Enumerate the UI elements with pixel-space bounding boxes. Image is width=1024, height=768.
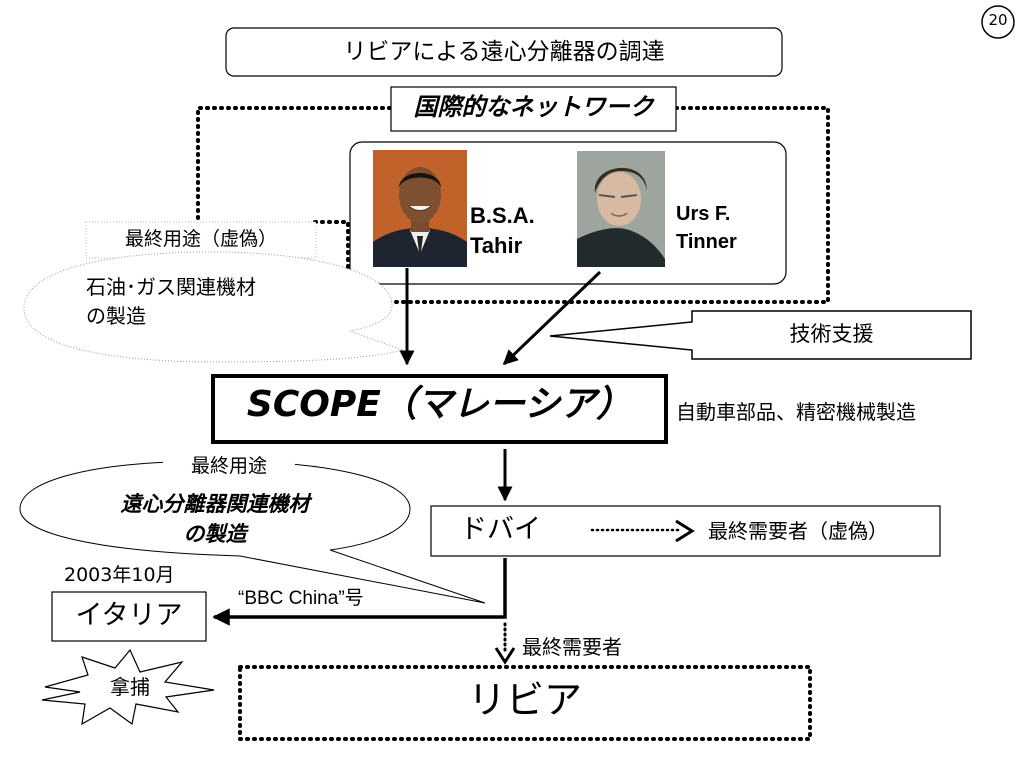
italy-date: 2003年10月 xyxy=(64,564,175,586)
false-end-use-line1: 石油･ガス関連機材 xyxy=(86,275,256,299)
dubai-to-italy-arrow xyxy=(212,558,507,626)
end-use-speech-bubble xyxy=(19,460,486,604)
tinner-name-line2: Tinner xyxy=(676,231,737,253)
tech-support-label: 技術支援 xyxy=(789,322,874,346)
tinner-arrow xyxy=(502,270,602,366)
false-end-use-cloud xyxy=(23,251,405,363)
tinner-photo xyxy=(577,151,665,267)
end-use-line2: の製造 xyxy=(183,522,247,546)
final-user-label: 最終需要者 xyxy=(522,635,622,659)
tahir-name-line2: Tahir xyxy=(470,233,523,258)
dubai-box xyxy=(430,505,941,557)
dubai-dest-arrowhead xyxy=(675,519,695,543)
libya-label: リビア xyxy=(467,678,582,722)
tahir-photo xyxy=(373,150,467,267)
seizure-label: 拿捕 xyxy=(110,675,150,699)
page-title: リビアによる遠心分離器の調達 xyxy=(343,39,665,65)
seizure-starburst xyxy=(41,648,215,726)
italy-label: イタリア xyxy=(75,600,183,631)
dubai-label: ドバイ xyxy=(460,514,541,545)
end-use-line1: 遠心分離器関連機材 xyxy=(120,492,310,516)
false-end-use-line2: の製造 xyxy=(86,304,146,328)
tahir-name-line1: B.S.A. xyxy=(470,203,535,228)
end-use-label-box xyxy=(163,452,295,484)
false-end-use-label-box xyxy=(85,221,317,259)
network-label-box xyxy=(390,86,677,132)
page-number-circle xyxy=(981,5,1015,39)
title-box xyxy=(225,27,783,77)
page-number: 20 xyxy=(988,11,1008,29)
ship-name: “BBC China”号 xyxy=(238,588,364,609)
scope-description: 自動車部品、精密機械製造 xyxy=(676,400,916,424)
final-user-arrowhead xyxy=(494,647,516,665)
scope-box xyxy=(211,374,668,444)
network-frame xyxy=(196,106,830,304)
scope-label: SCOPE（マレーシア） xyxy=(246,384,633,425)
italy-box xyxy=(51,591,207,642)
tinner-name-line1: Urs F. xyxy=(676,203,731,225)
end-use-label: 最終用途 xyxy=(190,455,267,477)
dubai-destination: 最終需要者（虚偽） xyxy=(708,519,888,543)
tech-support-arrow xyxy=(549,310,972,360)
libya-box xyxy=(238,665,812,741)
false-end-use-label: 最終用途（虚偽） xyxy=(124,228,277,250)
network-label: 国際的なネットワーク xyxy=(413,93,654,121)
